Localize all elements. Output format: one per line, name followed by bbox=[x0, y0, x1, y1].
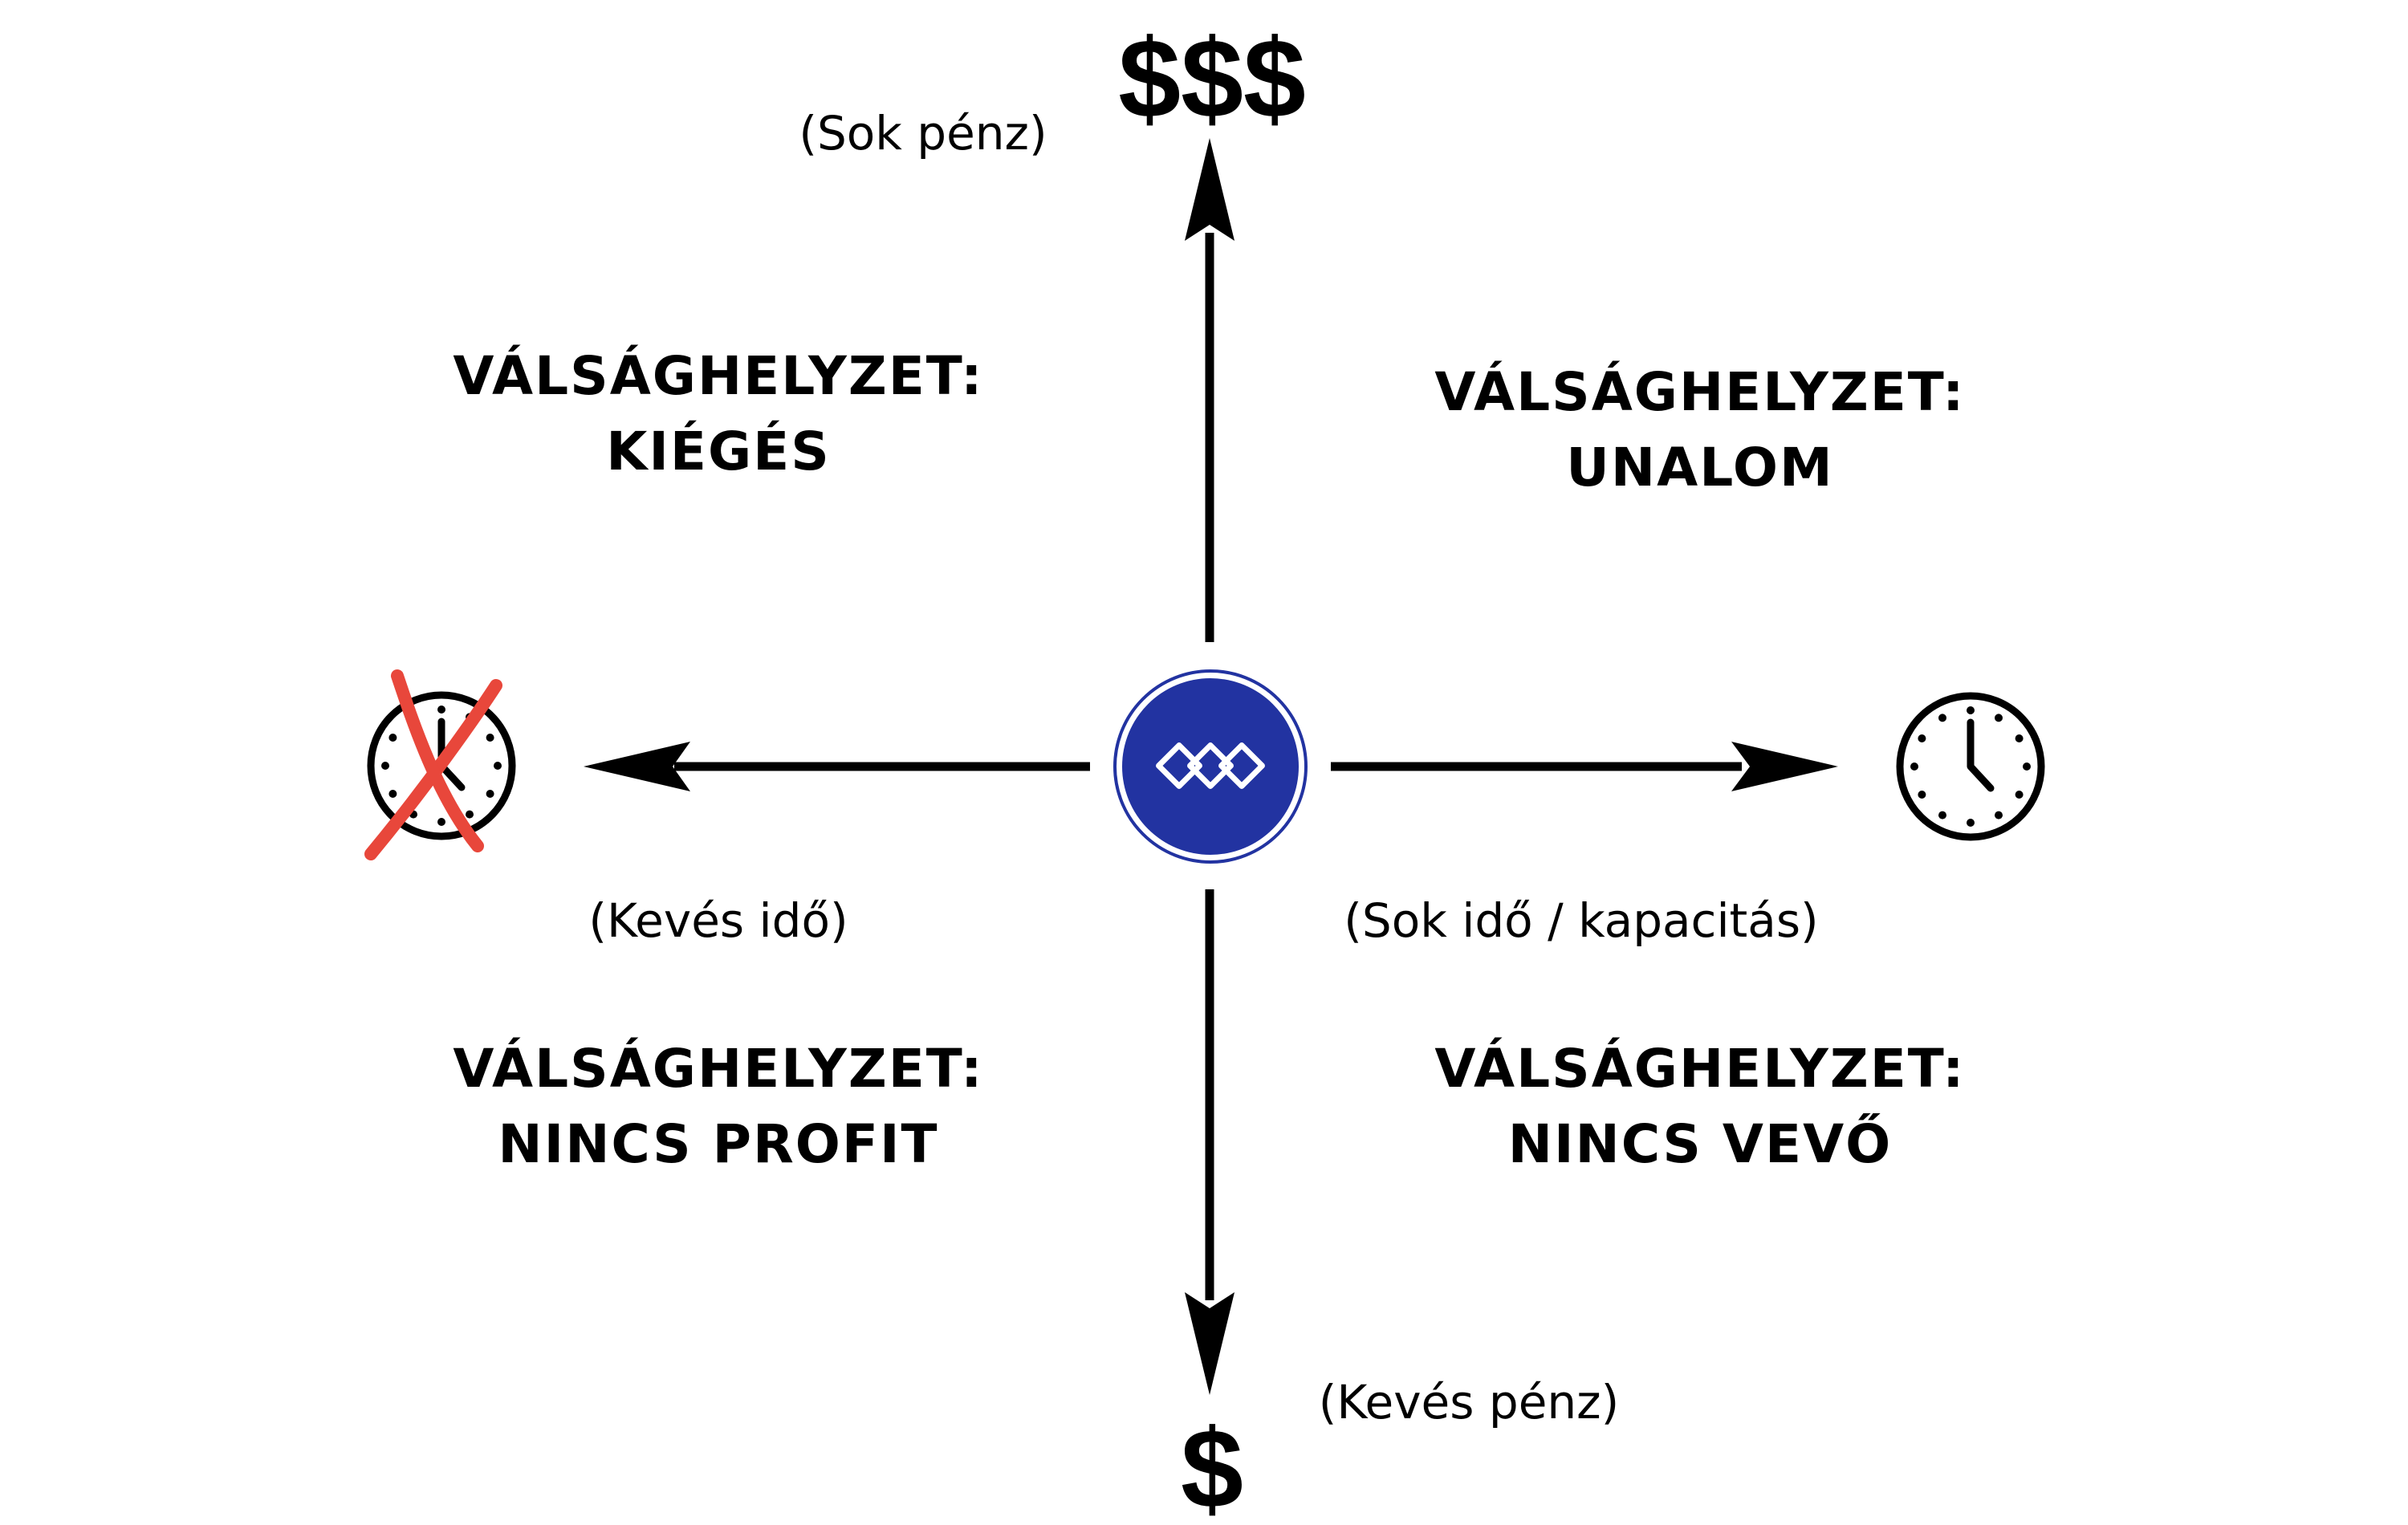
quadrant-bottom-left-title: VÁLSÁGHELYZET: bbox=[453, 1038, 984, 1100]
quadrant-top-left: VÁLSÁGHELYZET: KIÉGÉS bbox=[357, 339, 1080, 490]
quadrant-bottom-right-subtitle: NINCS VEVŐ bbox=[1507, 1113, 1893, 1175]
top-axis-label: (Sok pénz) bbox=[799, 106, 1047, 161]
bottom-money-symbol: $ bbox=[1181, 1405, 1243, 1525]
logo-icon bbox=[1112, 668, 1309, 865]
quadrant-top-right: VÁLSÁGHELYZET: UNALOM bbox=[1339, 355, 2061, 506]
top-money-symbol: $$$ bbox=[1118, 15, 1306, 141]
quadrant-top-left-title: VÁLSÁGHELYZET: bbox=[453, 345, 984, 407]
quadrant-top-right-title: VÁLSÁGHELYZET: bbox=[1434, 361, 1966, 423]
right-axis-label: (Sok idő / kapacitás) bbox=[1344, 893, 1819, 948]
quadrant-bottom-left: VÁLSÁGHELYZET: NINCS PROFIT bbox=[357, 1031, 1080, 1182]
arrowhead-down bbox=[1185, 1292, 1235, 1395]
left-axis-label: (Kevés idő) bbox=[588, 893, 848, 948]
quadrant-bottom-right: VÁLSÁGHELYZET: NINCS VEVŐ bbox=[1339, 1031, 2061, 1182]
bottom-axis-label: (Kevés pénz) bbox=[1318, 1375, 1620, 1429]
quadrant-top-right-subtitle: UNALOM bbox=[1566, 437, 1834, 498]
quadrant-top-left-subtitle: KIÉGÉS bbox=[606, 421, 831, 482]
quadrant-bottom-left-subtitle: NINCS PROFIT bbox=[498, 1113, 939, 1175]
arrowhead-right bbox=[1731, 742, 1838, 791]
crossed-out-clock-icon bbox=[353, 660, 530, 868]
arrowhead-left bbox=[584, 742, 690, 791]
arrowhead-up bbox=[1185, 138, 1235, 241]
quadrant-bottom-right-title: VÁLSÁGHELYZET: bbox=[1434, 1038, 1966, 1100]
clock-icon bbox=[1893, 689, 2048, 844]
